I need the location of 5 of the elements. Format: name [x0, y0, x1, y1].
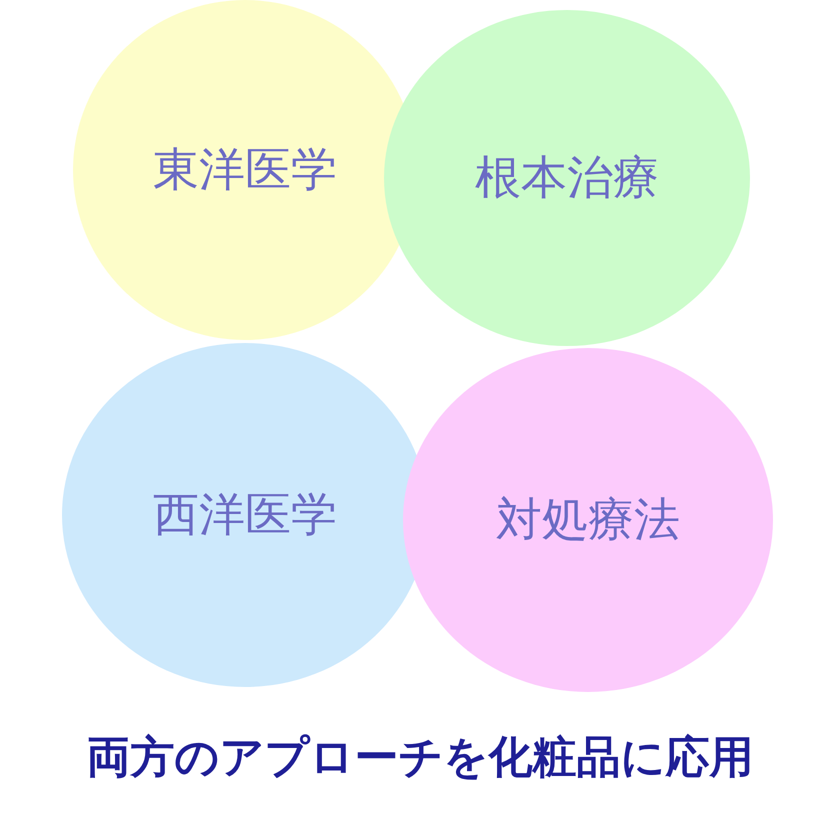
node-label: 西洋医学	[152, 486, 338, 543]
caption: 両方のアプローチを化粧品に応用	[86, 731, 754, 785]
node-label: 東洋医学	[152, 141, 338, 198]
node-label: 根本治療	[474, 149, 660, 206]
node-label: 対処療法	[495, 491, 681, 548]
